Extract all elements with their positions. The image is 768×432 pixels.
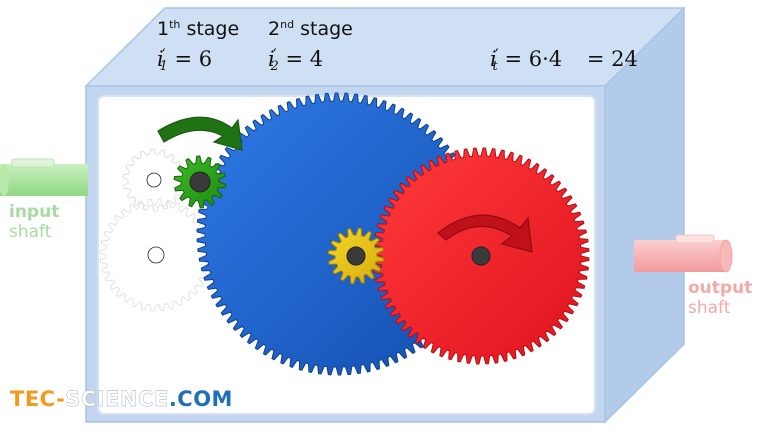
first-stage-word: stage [186,18,240,40]
logo-part-com: .COM [168,387,233,411]
output-label-line2: shaft [688,298,731,318]
green-gear-hub [189,171,211,193]
stage1-ratio-prime: ‘ [161,46,166,60]
stage2-ratio-value: = 4 [285,47,324,71]
output-label-line1: output [688,278,753,298]
total-ratio: i‘t = 6·4 = 24 [490,46,638,74]
total-ratio-prime: ‘ [494,46,499,60]
green-rotation-arrow-icon [157,116,243,151]
output-shaft-label: output shaft [688,278,752,318]
stage1-ratio-value: = 6 [174,47,213,71]
green-gear-input [173,155,227,209]
total-ratio-result: = 24 [586,47,638,71]
total-ratio-expression: = 6·4 [504,47,563,71]
total-ratio-symbol: i [490,47,497,71]
brand-logo[interactable]: TEC-SCIENCE.COM [10,387,233,411]
total-ratio-subscript: t [492,59,498,74]
first-stage-number: 1 [157,18,170,40]
second-stage-number: 2 [268,18,281,40]
logo-part-science: SCIENCE [65,387,169,411]
first-stage-ordinal: th [169,18,181,31]
stage2-ratio-prime: ‘ [272,46,277,60]
yellow-gear-hub [346,246,366,266]
logo-part-tec: TEC- [10,387,66,411]
ghost-gear-large-hub [147,246,165,264]
stage1-ratio: i‘1 = 6 [157,46,212,74]
first-stage-title: 1th stage [157,18,239,40]
ghost-gear-small-hub [146,172,162,188]
stage2-ratio-symbol: i [268,47,275,71]
stage2-ratio: i‘2 = 4 [268,46,323,74]
stage1-ratio-symbol: i [157,47,164,71]
input-label-line2: shaft [9,222,52,242]
output-shaft [634,234,733,273]
yellow-gear-pinion [327,227,385,285]
ghost-gear-large [99,198,213,312]
red-gear-hub [471,246,491,266]
second-stage-word: stage [300,18,353,40]
second-stage-ordinal: nd [280,18,295,31]
input-shaft [0,158,88,196]
input-label-line1: input [9,202,60,222]
stage1-ratio-subscript: 1 [159,59,168,74]
stage2-ratio-subscript: 2 [270,59,279,74]
input-shaft-label: input shaft [9,202,59,242]
second-stage-title: 2nd stage [268,18,353,40]
red-rotation-arrow-icon [437,214,533,253]
ghost-gear-large-body [99,198,213,312]
red-gear-output [372,147,590,365]
